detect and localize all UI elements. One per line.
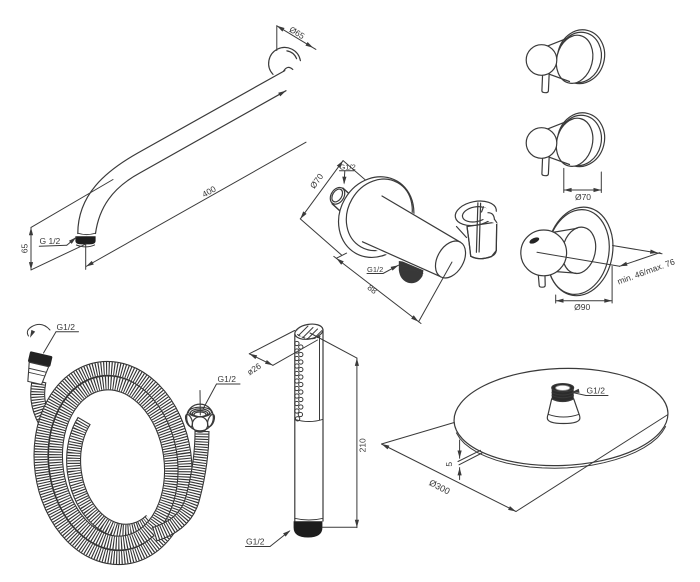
svg-text:5: 5 [444, 462, 454, 467]
svg-text:Ø70: Ø70 [575, 192, 591, 202]
svg-text:G1/2: G1/2 [57, 322, 76, 332]
svg-text:65: 65 [20, 244, 30, 254]
svg-text:G1/2: G1/2 [246, 537, 265, 547]
svg-text:G1/2: G1/2 [340, 162, 356, 171]
svg-text:210: 210 [358, 438, 368, 452]
svg-text:G1/2: G1/2 [587, 386, 606, 396]
svg-text:G 1/2: G 1/2 [40, 236, 61, 246]
svg-text:G1/2: G1/2 [367, 265, 383, 274]
svg-text:Ø90: Ø90 [574, 302, 590, 312]
svg-text:G1/2: G1/2 [218, 374, 237, 384]
